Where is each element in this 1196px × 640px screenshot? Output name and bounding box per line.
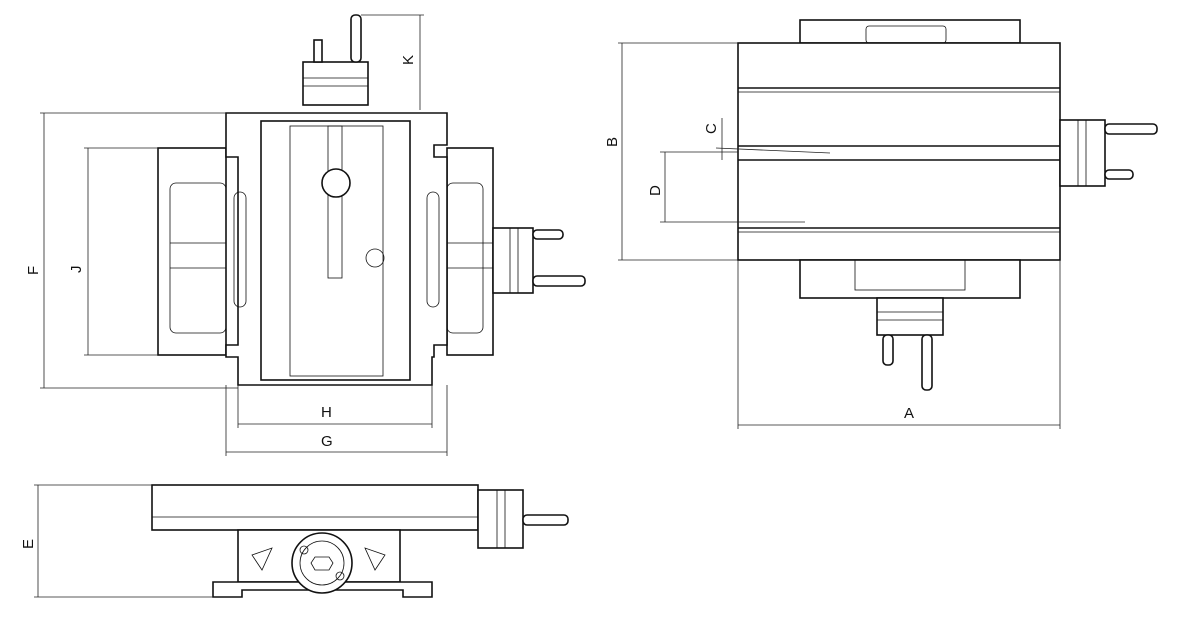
right-gib [364,547,386,571]
side-table [151,484,479,531]
dim-label-G: G [321,433,333,450]
right-crank-handle [532,275,586,287]
right-crank-dial [492,227,534,294]
lock-screw [365,248,385,268]
plan-dimensions: F J K H G [25,14,448,456]
top-crank-handle [350,14,362,63]
side-crank-handle [522,514,569,526]
side-view [151,484,569,598]
right-crank-pin [532,229,564,240]
dim-label-J: J [68,266,85,274]
right-wing [446,147,494,356]
front-dimensions: B C D A [604,42,1061,429]
left-wing-slot [169,182,227,334]
dim-label-F: F [25,266,42,275]
flange-inner [299,540,345,586]
side-dimensions: E [20,484,213,598]
left-gib [251,547,273,571]
front-view [737,19,1158,391]
dim-label-A: A [904,405,914,422]
screw-nut [321,168,351,198]
dim-label-E: E [20,539,37,549]
main-table [225,112,448,386]
top-slide [799,19,1021,44]
flange-bolt [335,571,345,581]
bottom-slide-window [854,259,966,291]
lead-screw [327,125,343,279]
dim-label-D: D [647,185,664,196]
hex-nut [310,556,334,571]
bottom-crank-dial [876,297,944,336]
side-crank-dial [1059,119,1106,187]
right-wing-slot [446,182,484,334]
right-slot [426,191,440,308]
side-crank-handle [1104,123,1158,135]
side-crank-pin [1104,169,1134,180]
dim-label-C: C [703,123,720,134]
table-inner-frame [260,120,411,381]
top-crank-pin [313,39,323,63]
top-crank-dial [302,61,369,106]
bottom-slide [799,259,1021,299]
plan-view [157,14,586,386]
dim-label-H: H [321,404,332,421]
left-wing [157,147,227,356]
left-slot [233,191,247,308]
bottom-crank-handle [921,334,933,391]
dim-label-K: K [400,55,417,65]
screw-flange [291,532,353,594]
ext-line [715,147,831,154]
flange-bolt [299,545,309,555]
dim-label-B: B [604,137,621,147]
side-crank-dial [477,489,524,549]
bottom-crank-pin [882,334,894,366]
